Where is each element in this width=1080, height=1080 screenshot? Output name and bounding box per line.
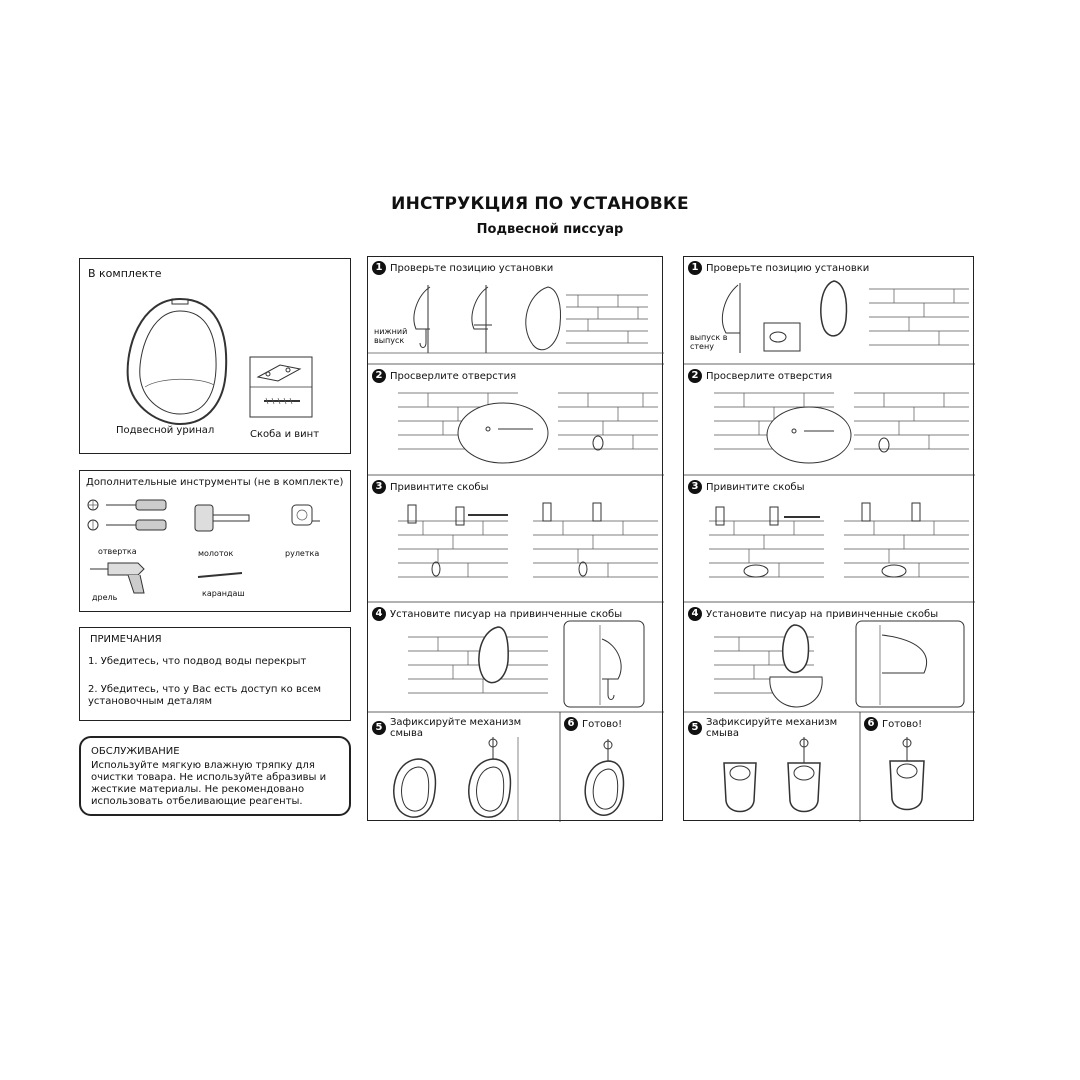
left-step-1-illustration <box>368 285 664 354</box>
kit-box: В комплекте Подвесной уринал Скоба и вин… <box>79 258 351 454</box>
service-heading: ОБСЛУЖИВАНИЕ <box>91 746 180 757</box>
urinal-label: Подвесной уринал <box>116 425 215 436</box>
tools-heading: Дополнительные инструменты (не в комплек… <box>86 477 344 488</box>
bracket-screw-icon <box>249 356 313 418</box>
bracket-label: Скоба и винт <box>250 429 320 440</box>
right-step-2-illustration <box>714 392 969 464</box>
tool-label-tape: рулетка <box>285 549 320 558</box>
note-2: 2. Убедитесь, что у Вас есть доступ ко в… <box>88 684 322 707</box>
page-title: ИНСТРУКЦИЯ ПО УСТАНОВКЕ <box>391 194 689 214</box>
tool-label-hammer: молоток <box>198 549 234 558</box>
left-step-5-illustration <box>393 737 519 821</box>
service-box: ОБСЛУЖИВАНИЕ Используйте мягкую влажную … <box>79 736 351 816</box>
left-step-6-illustration <box>584 739 625 816</box>
left-step-3-illustration <box>398 502 658 578</box>
right-step-3-illustration <box>709 502 969 578</box>
page-subtitle: Подвесной писсуар <box>476 222 624 237</box>
screwdriver-icon <box>87 499 167 531</box>
tools-box: Дополнительные инструменты (не в комплек… <box>79 470 351 612</box>
right-step-4-illustration <box>714 620 965 708</box>
left-step-1-note: нижний выпуск <box>374 327 408 345</box>
drill-icon <box>90 562 145 594</box>
notes-box: ПРИМЕЧАНИЯ 1. Убедитесь, что подвод воды… <box>79 627 351 721</box>
right-step-5-illustration <box>723 737 821 813</box>
right-grid <box>684 363 975 822</box>
left-step-4-illustration <box>408 620 645 708</box>
left-grid <box>368 363 664 822</box>
notes-heading: ПРИМЕЧАНИЯ <box>90 634 162 645</box>
note-1: 1. Убедитесь, что подвод воды перекрыт <box>88 656 307 667</box>
tape-measure-icon <box>291 504 320 526</box>
right-step-6-illustration <box>889 737 925 811</box>
tool-label-screwdriver: отвертка <box>98 547 137 556</box>
pencil-icon <box>197 572 243 578</box>
tool-label-drill: дрель <box>92 593 118 602</box>
right-step-1-note: выпуск в стену <box>690 333 728 351</box>
tool-label-pencil: карандаш <box>202 589 245 598</box>
service-text: Используйте мягкую влажную тряпку для оч… <box>91 760 327 807</box>
right-step-1-illustration <box>722 280 969 353</box>
kit-heading: В комплекте <box>88 267 162 280</box>
hammer-icon <box>194 504 250 532</box>
urinal-illustration <box>126 297 228 426</box>
left-step-2-illustration <box>398 392 658 464</box>
